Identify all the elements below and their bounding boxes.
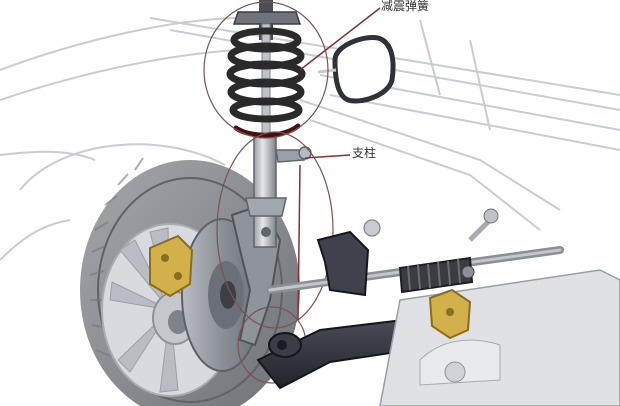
- spring-label: 减震弹簧: [381, 0, 430, 13]
- steering-rack: [266, 208, 564, 294]
- leader-lines: [297, 7, 381, 321]
- callout-circles: [203, 1, 334, 384]
- side-mirror: [317, 34, 396, 104]
- strut-label: 支柱: [352, 146, 377, 160]
- car-body-outline: [0, 17, 620, 261]
- rack-boot: [398, 256, 474, 294]
- rack-fitting: [428, 288, 472, 340]
- strut-body: [245, 134, 312, 248]
- mount-bracket: [316, 219, 381, 297]
- coil-spring: [226, 27, 306, 138]
- brake-caliper: [149, 234, 194, 298]
